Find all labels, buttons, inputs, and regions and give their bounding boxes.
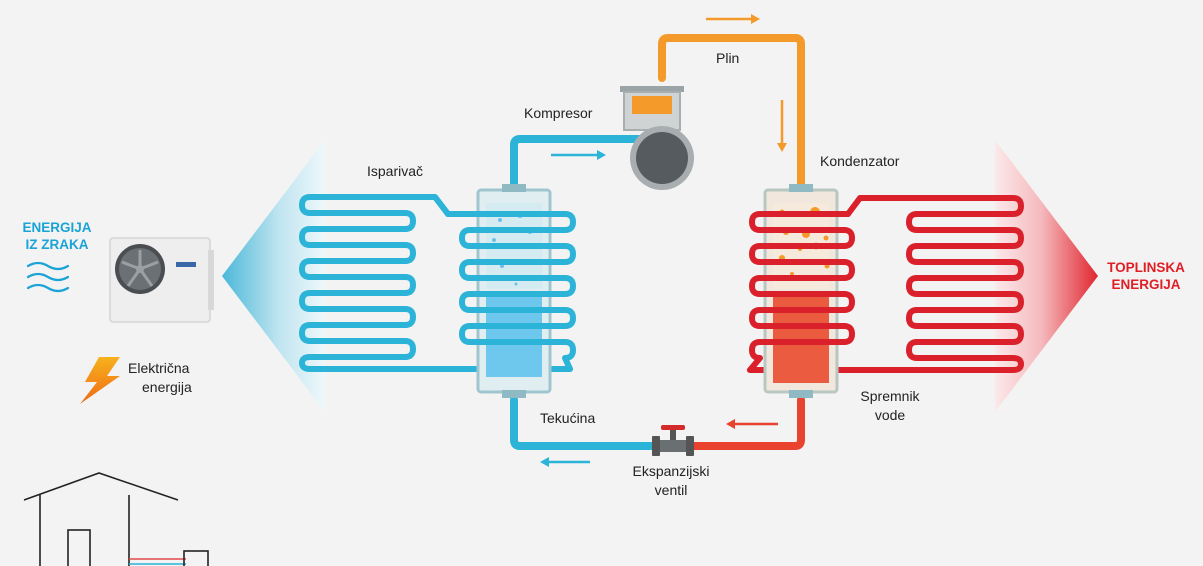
wind-icon bbox=[26, 261, 70, 293]
flow-arrow-gas-down bbox=[777, 100, 787, 152]
liquid-pipe-hot bbox=[680, 396, 805, 450]
condenser-label: Kondenzator bbox=[820, 153, 900, 169]
thermal-energy-label: TOPLINSKA ENERGIJA bbox=[1107, 260, 1185, 292]
expansion-valve-icon bbox=[652, 425, 694, 456]
flow-arrow-gas-top bbox=[706, 14, 760, 24]
outdoor-unit-icon bbox=[109, 237, 214, 323]
water-tank-label: Spremnik vode bbox=[860, 388, 920, 423]
electric-energy-label: Električna energija bbox=[128, 360, 192, 395]
compressor-icon bbox=[620, 86, 694, 190]
expansion-valve-label: Ekspanzijski ventil bbox=[632, 463, 710, 498]
suction-pipe bbox=[510, 135, 644, 189]
flow-arrow-suction bbox=[551, 150, 606, 160]
energy-from-air-label: ENERGIJA IZ ZRAKA bbox=[22, 220, 92, 252]
condenser-inner-coil bbox=[747, 211, 855, 373]
condenser-coil bbox=[747, 195, 1024, 373]
gas-label: Plin bbox=[716, 50, 740, 66]
evaporator-coil bbox=[299, 194, 573, 372]
liquid-pipe-cold bbox=[510, 396, 666, 450]
gas-pipe bbox=[658, 34, 805, 189]
evaporator-label: Isparivač bbox=[367, 163, 424, 179]
flow-arrow-cold-liquid bbox=[540, 457, 590, 467]
compressor-label: Kompresor bbox=[524, 105, 593, 121]
lightning-icon bbox=[80, 357, 120, 404]
flow-arrow-hot-liquid bbox=[726, 419, 778, 429]
liquid-label: Tekućina bbox=[540, 410, 596, 426]
house-icon bbox=[23, 472, 209, 566]
evaporator-inner-coil bbox=[445, 211, 576, 372]
